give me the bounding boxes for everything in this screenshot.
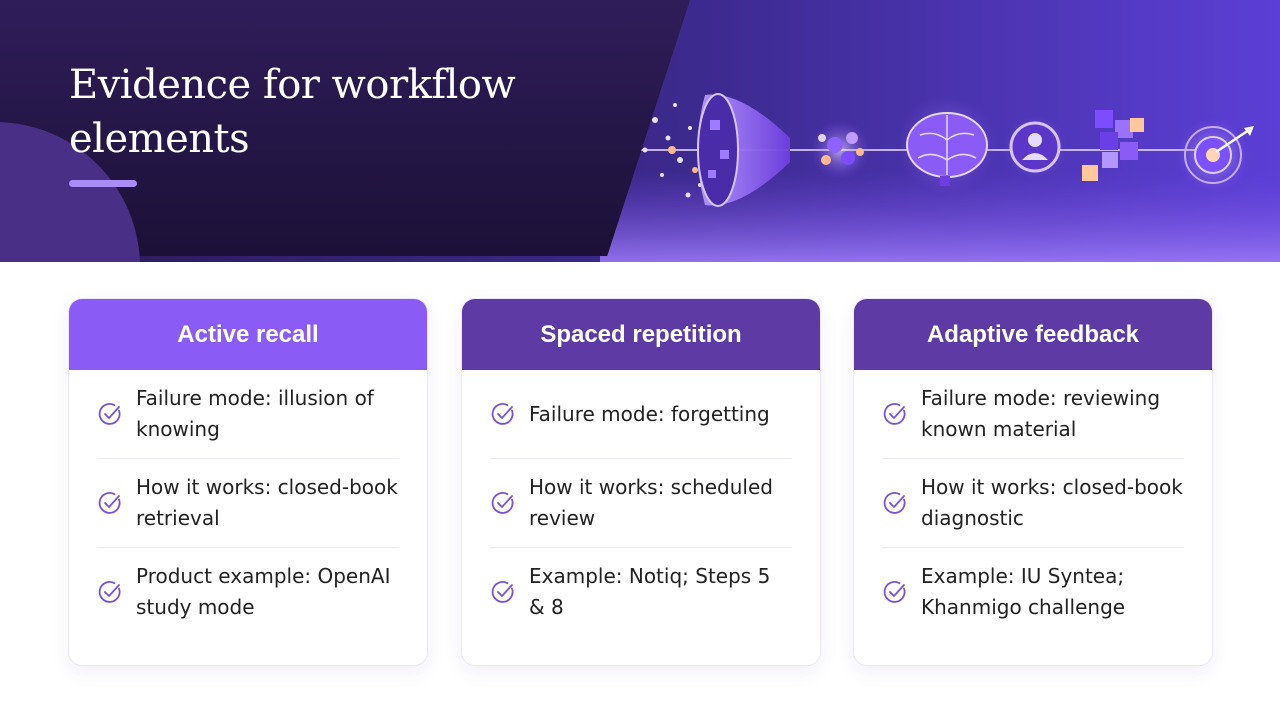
- item-text: Failure mode: forgetting: [529, 401, 770, 426]
- list-item: Failure mode: forgetting: [490, 370, 792, 459]
- list-item: Example: Notiq; Steps 5 & 8: [490, 548, 792, 636]
- card-title: Active recall: [177, 320, 319, 348]
- list-item: Failure mode: illusion of knowing: [97, 370, 399, 459]
- item-text: How it works: scheduled review: [529, 475, 773, 530]
- card-header: Spaced repetition: [462, 299, 820, 370]
- card-active-recall: Active recall Failure mode: illusion of …: [68, 298, 428, 666]
- check-circle-icon: [491, 581, 514, 603]
- card-header: Active recall: [69, 299, 427, 370]
- item-text: Failure mode: illusion of knowing: [136, 386, 374, 441]
- check-circle-icon: [883, 403, 906, 425]
- item-text: How it works: closed-book retrieval: [136, 475, 398, 530]
- list-item: Example: IU Syntea; Khanmigo challenge: [882, 548, 1184, 636]
- item-text: Failure mode: reviewing known material: [921, 386, 1161, 441]
- check-circle-icon: [98, 492, 121, 514]
- check-circle-icon: [883, 492, 906, 514]
- card-header: Adaptive feedback: [854, 299, 1212, 370]
- card-title: Adaptive feedback: [926, 320, 1140, 348]
- check-circle-icon: [491, 492, 514, 514]
- list-item: How it works: closed-book retrieval: [97, 459, 399, 548]
- item-text: How it works: closed-book diagnostic: [921, 475, 1183, 530]
- card-list: Failure mode: reviewing known material H…: [882, 370, 1184, 636]
- card-adaptive-feedback: Adaptive feedback Failure mode: reviewin…: [853, 298, 1213, 666]
- list-item: Failure mode: reviewing known material: [882, 370, 1184, 459]
- check-circle-icon: [98, 403, 121, 425]
- title-underline: [69, 180, 137, 187]
- check-circle-icon: [491, 403, 514, 425]
- learning-pipeline-illustration: [600, 93, 1280, 262]
- list-item: How it works: scheduled review: [490, 459, 792, 548]
- card-list: Failure mode: illusion of knowing How it…: [97, 370, 399, 636]
- card-title: Spaced repetition: [540, 320, 742, 348]
- check-circle-icon: [98, 581, 121, 603]
- page-title: Evidence for workflow elements: [69, 62, 516, 162]
- card-list: Failure mode: forgetting How it works: s…: [490, 370, 792, 636]
- card-spaced-repetition: Spaced repetition Failure mode: forgetti…: [461, 298, 821, 666]
- list-item: How it works: closed-book diagnostic: [882, 459, 1184, 548]
- header-banner: Evidence for workflow elements: [0, 0, 1280, 262]
- item-text: Example: Notiq; Steps 5 & 8: [529, 564, 771, 619]
- check-circle-icon: [883, 581, 906, 603]
- list-item: Product example: OpenAI study mode: [97, 548, 399, 636]
- item-text: Product example: OpenAI study mode: [136, 564, 391, 619]
- item-text: Example: IU Syntea; Khanmigo challenge: [921, 564, 1126, 619]
